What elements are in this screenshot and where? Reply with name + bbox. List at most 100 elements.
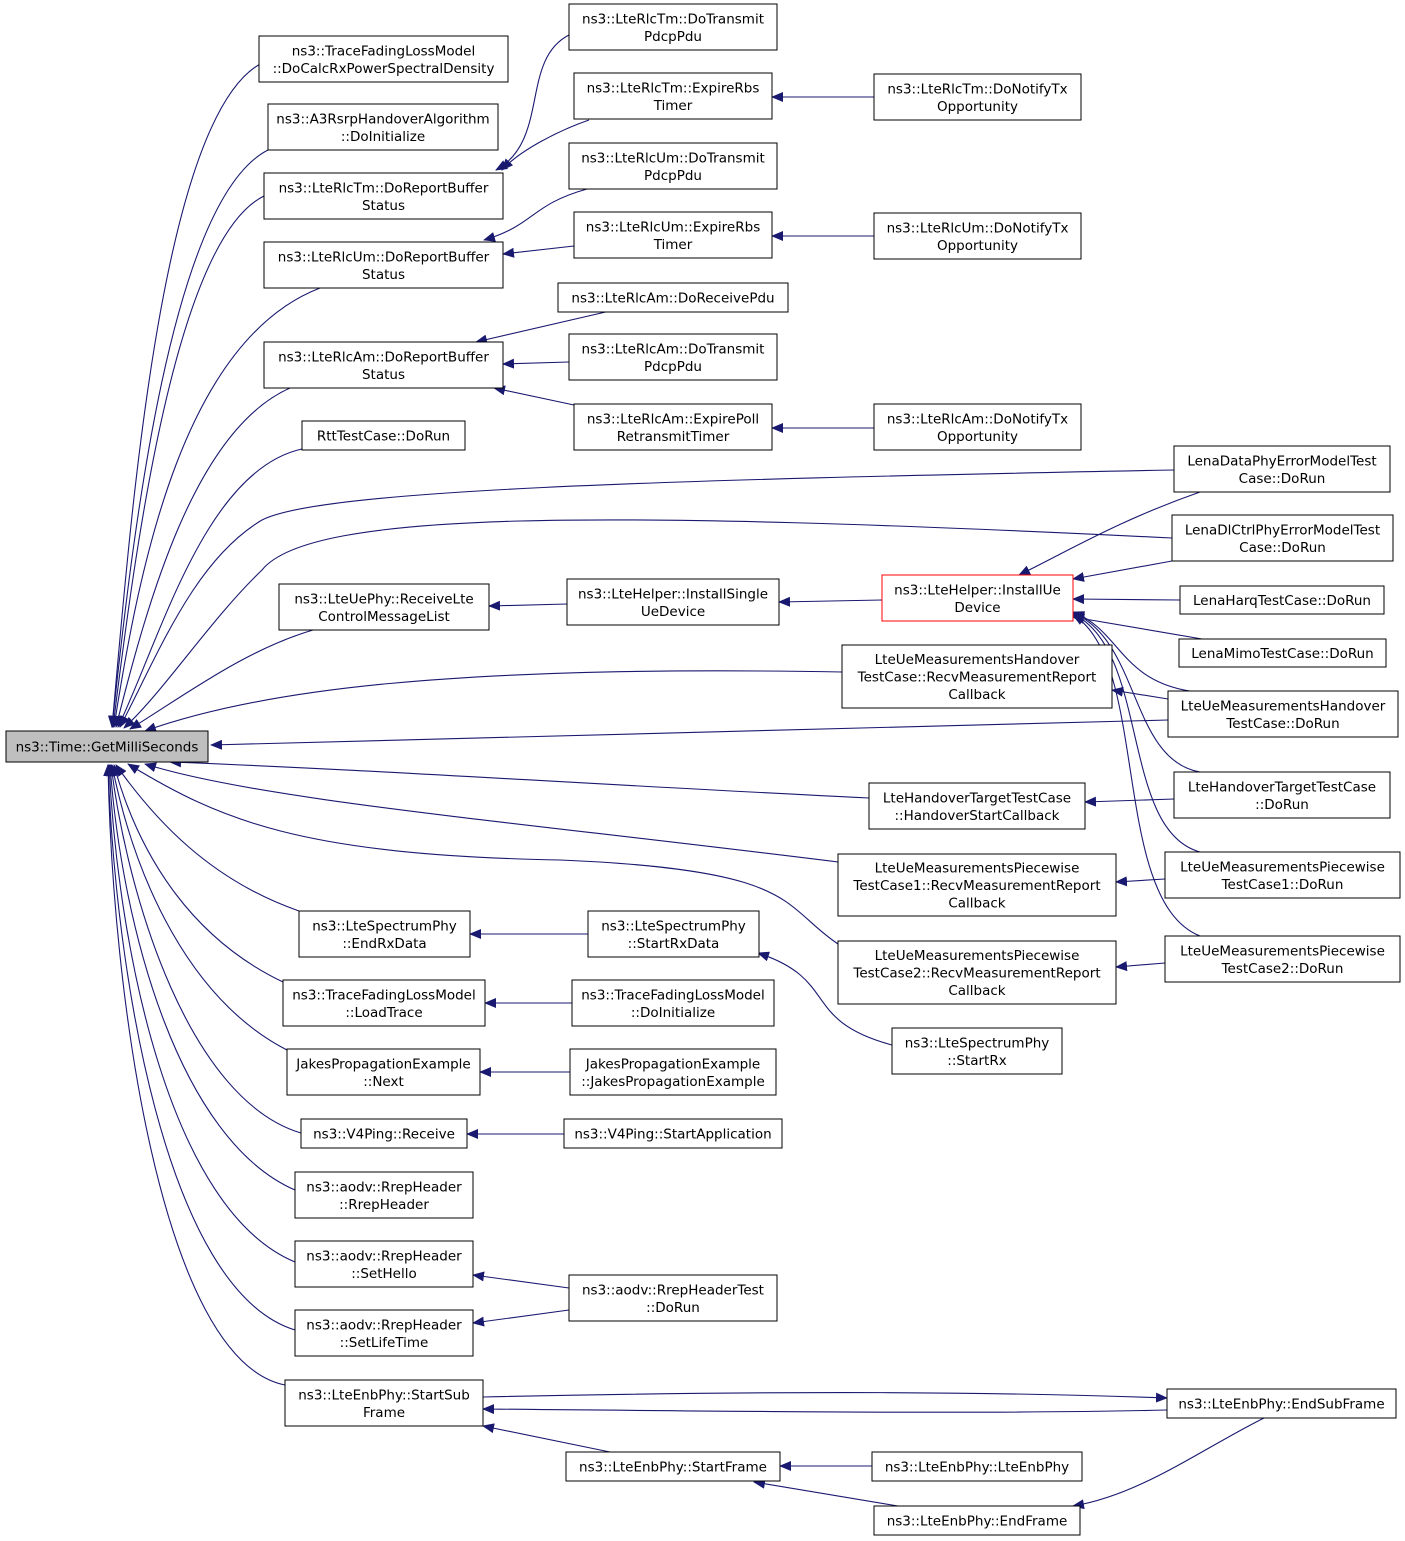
node-box[interactable]: [568, 333, 778, 381]
node-ho-target-cb[interactable]: LteHandoverTargetTestCase::HandoverStart…: [868, 782, 1086, 830]
node-box[interactable]: [294, 1309, 474, 1357]
node-box[interactable]: [301, 420, 466, 451]
node-box[interactable]: [569, 1048, 777, 1096]
node-box[interactable]: [1171, 514, 1394, 562]
node-am-recv[interactable]: ns3::LteRlcAm::DoReceivePdu: [557, 282, 789, 313]
node-enb-startframe[interactable]: ns3::LteEnbPhy::StartFrame: [565, 1451, 781, 1482]
node-box[interactable]: [278, 583, 490, 631]
node-box[interactable]: [837, 940, 1117, 1005]
node-box[interactable]: [300, 1118, 468, 1149]
node-v4ping-start[interactable]: ns3::V4Ping::StartApplication: [563, 1118, 783, 1149]
node-box[interactable]: [1179, 585, 1385, 615]
node-specphy-start[interactable]: ns3::LteSpectrumPhy::StartRx: [891, 1027, 1063, 1075]
node-meas-pw2-cb[interactable]: LteUeMeasurementsPiecewiseTestCase2::Rec…: [837, 940, 1117, 1005]
node-box[interactable]: [573, 211, 773, 259]
node-specphy-endrx[interactable]: ns3::LteSpectrumPhy::EndRxData: [298, 910, 471, 958]
node-box[interactable]: [568, 3, 778, 51]
node-box[interactable]: [587, 910, 760, 958]
node-jakes-ctor[interactable]: JakesPropagationExample::JakesPropagatio…: [569, 1048, 777, 1096]
node-box[interactable]: [263, 341, 504, 389]
node-box[interactable]: [258, 35, 509, 83]
node-ho-target-run[interactable]: LteHandoverTargetTestCase::DoRun: [1173, 771, 1391, 819]
node-tfl-doinit[interactable]: ns3::TraceFadingLossModel::DoInitialize: [571, 979, 775, 1027]
node-box[interactable]: [1164, 851, 1401, 899]
node-enb-ctor[interactable]: ns3::LteEnbPhy::LteEnbPhy: [871, 1451, 1083, 1482]
node-meas-ho-cb[interactable]: LteUeMeasurementsHandoverTestCase::RecvM…: [841, 644, 1113, 709]
node-box[interactable]: [298, 910, 471, 958]
node-box[interactable]: [1166, 1388, 1397, 1419]
node-box[interactable]: [873, 73, 1082, 121]
node-box[interactable]: [881, 574, 1074, 622]
node-box[interactable]: [1167, 690, 1399, 738]
node-meas-pw1-cb[interactable]: LteUeMeasurementsPiecewiseTestCase1::Rec…: [837, 853, 1117, 917]
node-specphy-startrx[interactable]: ns3::LteSpectrumPhy::StartRxData: [587, 910, 760, 958]
node-meas-pw1-run[interactable]: LteUeMeasurementsPiecewiseTestCase1::DoR…: [1164, 851, 1401, 899]
node-box[interactable]: [267, 103, 499, 151]
node-uephy-recv[interactable]: ns3::LteUePhy::ReceiveLteControlMessageL…: [278, 583, 490, 631]
node-box[interactable]: [1173, 771, 1391, 819]
node-box[interactable]: [565, 1451, 781, 1482]
node-box[interactable]: [573, 72, 773, 120]
node-box[interactable]: [563, 1118, 783, 1149]
node-rrep-hello[interactable]: ns3::aodv::RrepHeader::SetHello: [294, 1240, 474, 1288]
node-box[interactable]: [286, 1048, 481, 1096]
node-box[interactable]: [571, 979, 775, 1027]
node-box[interactable]: [873, 403, 1082, 451]
node-box[interactable]: [1178, 638, 1387, 668]
node-tfl-docalc[interactable]: ns3::TraceFadingLossModel::DoCalcRxPower…: [258, 35, 509, 83]
node-box[interactable]: [837, 853, 1117, 917]
node-lena-mimo[interactable]: LenaMimoTestCase::DoRun: [1178, 638, 1387, 668]
node-box[interactable]: [891, 1027, 1063, 1075]
node-box[interactable]: [282, 979, 486, 1027]
node-box[interactable]: [1173, 445, 1391, 493]
node-box[interactable]: [294, 1171, 474, 1219]
node-box[interactable]: [566, 578, 780, 626]
node-root[interactable]: ns3::Time::GetMilliSeconds: [5, 730, 209, 763]
node-box[interactable]: [263, 241, 504, 289]
node-lena-harq[interactable]: LenaHarqTestCase::DoRun: [1179, 585, 1385, 615]
node-enb-endsub[interactable]: ns3::LteEnbPhy::EndSubFrame: [1166, 1388, 1397, 1419]
node-box[interactable]: [284, 1379, 484, 1427]
node-box[interactable]: [5, 730, 209, 763]
node-rrep-test[interactable]: ns3::aodv::RrepHeaderTest::DoRun: [568, 1274, 778, 1322]
node-box[interactable]: [841, 644, 1113, 709]
node-a3-doinit[interactable]: ns3::A3RsrpHandoverAlgorithm::DoInitiali…: [267, 103, 499, 151]
node-box[interactable]: [873, 212, 1082, 260]
node-tfl-load[interactable]: ns3::TraceFadingLossModel::LoadTrace: [282, 979, 486, 1027]
node-box[interactable]: [1164, 935, 1401, 983]
node-rtt[interactable]: RttTestCase::DoRun: [301, 420, 466, 451]
node-box[interactable]: [873, 1505, 1081, 1536]
node-meas-pw2-run[interactable]: LteUeMeasurementsPiecewiseTestCase2::DoR…: [1164, 935, 1401, 983]
node-box[interactable]: [871, 1451, 1083, 1482]
node-box[interactable]: [573, 403, 773, 451]
node-box[interactable]: [263, 172, 504, 220]
node-box[interactable]: [557, 282, 789, 313]
node-rrep-life[interactable]: ns3::aodv::RrepHeader::SetLifeTime: [294, 1309, 474, 1357]
node-box[interactable]: [568, 1274, 778, 1322]
node-box[interactable]: [868, 782, 1086, 830]
node-jakes-next[interactable]: JakesPropagationExample::Next: [286, 1048, 481, 1096]
node-rrep-ctor[interactable]: ns3::aodv::RrepHeader::RrepHeader: [294, 1171, 474, 1219]
node-enb-endframe[interactable]: ns3::LteEnbPhy::EndFrame: [873, 1505, 1081, 1536]
node-v4ping-recv[interactable]: ns3::V4Ping::Receive: [300, 1118, 468, 1149]
node-box[interactable]: [568, 142, 778, 190]
node-box[interactable]: [294, 1240, 474, 1288]
